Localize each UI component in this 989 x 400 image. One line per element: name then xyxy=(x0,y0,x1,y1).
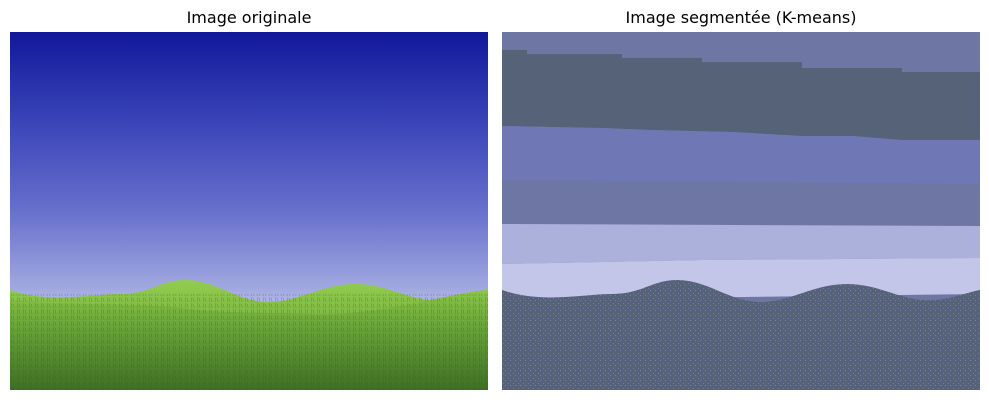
original-image-title: Image originale xyxy=(186,8,312,27)
segmented-image xyxy=(502,32,980,390)
original-image xyxy=(10,32,488,390)
segmented-image-title: Image segmentée (K-means) xyxy=(625,8,857,27)
